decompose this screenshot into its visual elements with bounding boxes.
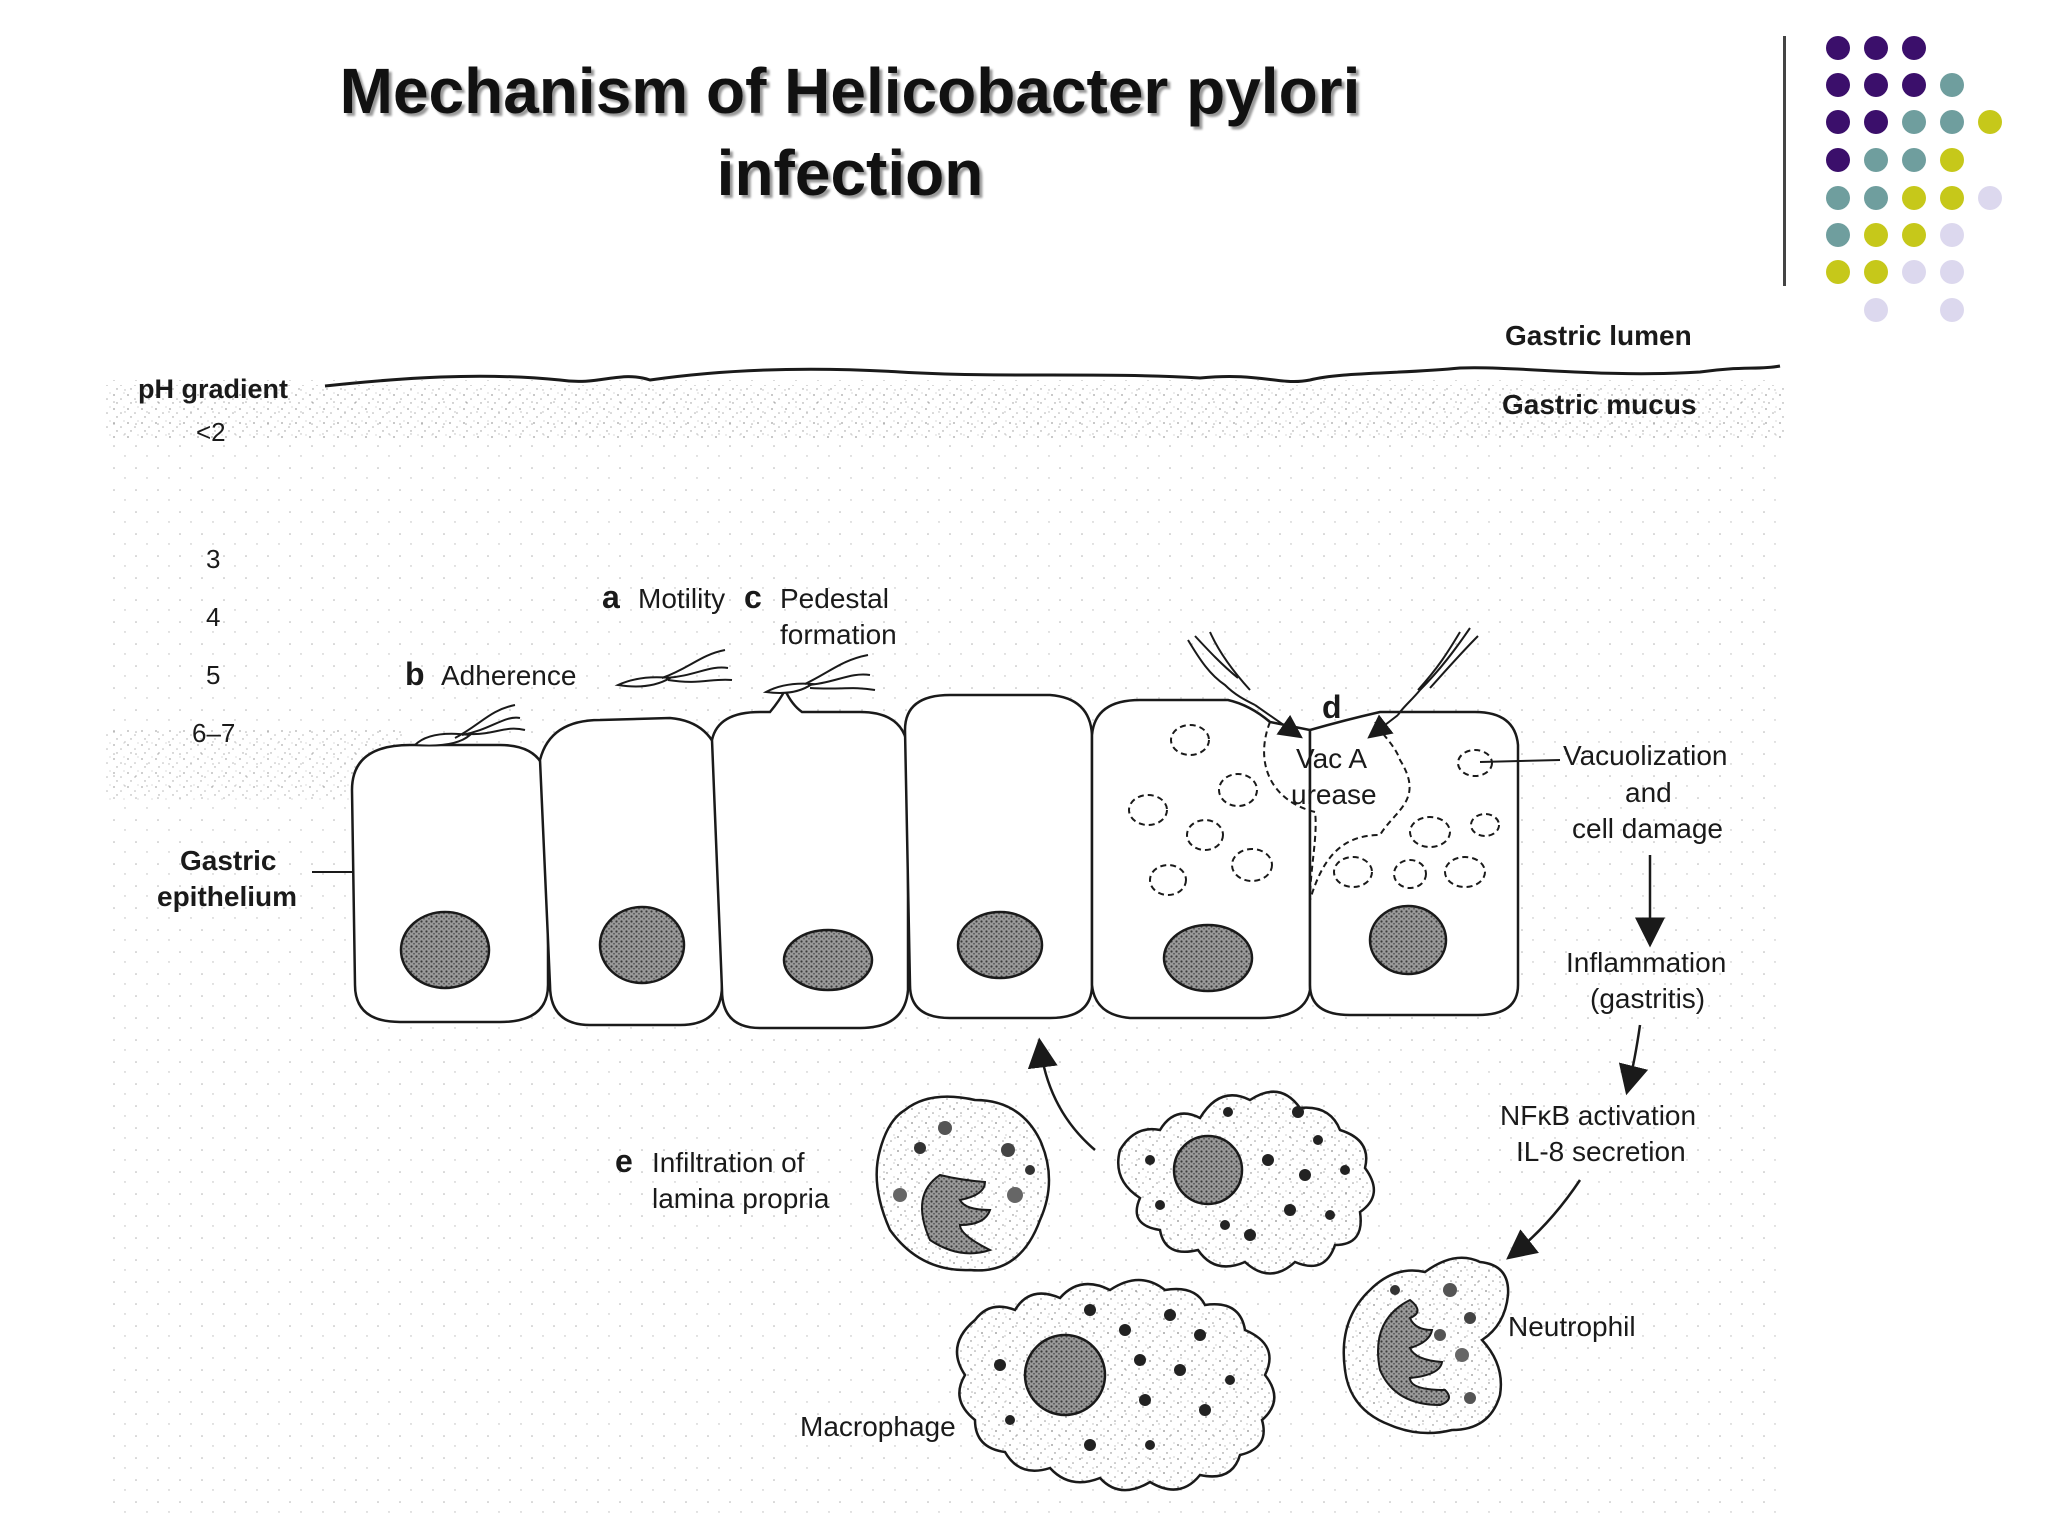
vacuole [1149,864,1187,896]
vacuole [1170,724,1210,756]
vacuole [1444,856,1486,888]
vacuolization-pointer [1479,759,1561,763]
bacterium-d-left [1187,631,1256,706]
nucleus-5 [1162,923,1254,993]
step-e-letter: e [615,1143,633,1179]
ph-value-4: 5 [206,660,220,690]
step-c-letter: c [744,579,762,615]
vacuole [1470,813,1500,837]
vacuA-damage-outline [1263,721,1411,901]
macrophage-cell-top [1117,1090,1375,1275]
step-a-letter: a [602,579,620,615]
mucus-dense-band [105,385,1785,440]
macrophage-label: Macrophage [800,1411,956,1442]
cell-nuclei [399,904,1448,993]
vacuole [1218,773,1258,807]
vacuolization-line-2: and [1625,777,1672,808]
dot-grid-decoration [1826,36,2002,322]
vacuole [1457,749,1493,777]
nucleus-3 [782,928,874,992]
bacterium-d-right [1397,627,1479,716]
vacuole [1333,856,1373,888]
d-arrow-left [1254,704,1303,739]
step-b-letter: b [405,656,425,692]
epithelial-cell-6 [1308,710,1520,1017]
inflammation-line-2: (gastritis) [1590,983,1705,1014]
ph-gradient-label: pH gradient [138,374,288,404]
nucleus-2 [598,905,686,985]
bacterium-adherence [412,704,526,747]
vacuole [1409,816,1451,848]
title-divider [1783,36,1786,286]
gastric-epithelium-label-1: Gastric [180,845,277,876]
gastric-epithelium-label-2: epithelium [157,881,297,912]
vacuolization-line-3: cell damage [1572,813,1723,844]
neutrophil-cell-right [1342,1256,1510,1435]
step-e-line-1: Infiltration of [652,1147,805,1178]
step-e-line-2: lamina propria [652,1183,830,1214]
macrophage-cell-bottom [955,1278,1276,1492]
bacterium-motility [614,649,733,688]
arrow-to-epithelium [1027,1037,1096,1151]
step-c-line-2: formation [780,619,897,650]
title-line-1: Mechanism of Helicobacter pylori [339,55,1361,127]
neutrophil-cell-left [875,1095,1051,1272]
gastric-lumen-label: Gastric lumen [1505,320,1692,351]
nucleus-4 [956,910,1044,980]
ph-value-1: <2 [196,417,226,447]
vacuolization-line-1: Vacuolization [1563,740,1727,771]
title-line-2: infection [716,137,984,209]
step-c-line-1: Pedestal [780,583,889,614]
nucleus-6 [1368,904,1448,976]
inflammation-line-1: Inflammation [1566,947,1726,978]
vacuole [1186,819,1224,851]
step-a-text: Motility [638,583,725,614]
step-d-line-2: urease [1291,779,1377,810]
hpylori-bacteria [412,627,1479,747]
nfkb-line-1: NFκB activation [1500,1100,1696,1131]
nucleus-1 [399,910,491,990]
step-d-line-1: Vac A [1296,743,1367,774]
bacterium-pedestal [762,654,876,694]
vacuoles [1128,721,1500,901]
nfkb-line-2: IL-8 secretion [1516,1136,1686,1167]
vacuole [1393,859,1427,889]
step-d-letter: d [1322,689,1342,725]
arrow-to-neutrophil [1506,1179,1582,1260]
gastric-surface-line [324,364,1781,388]
ph-value-2: 3 [206,544,220,574]
slide-title: Mechanism of Helicobacter pylori infecti… [210,50,1490,214]
neutrophil-label: Neutrophil [1508,1311,1636,1342]
vacuole [1128,794,1168,826]
gastric-mucus-label: Gastric mucus [1502,389,1697,420]
vacuole [1231,848,1273,882]
step-b-text: Adherence [441,660,576,691]
arrow-to-nfkb [1618,1024,1649,1096]
d-arrow-right [1367,714,1399,739]
ph-value-5: 6–7 [192,718,235,748]
ph-value-3: 4 [206,602,220,632]
